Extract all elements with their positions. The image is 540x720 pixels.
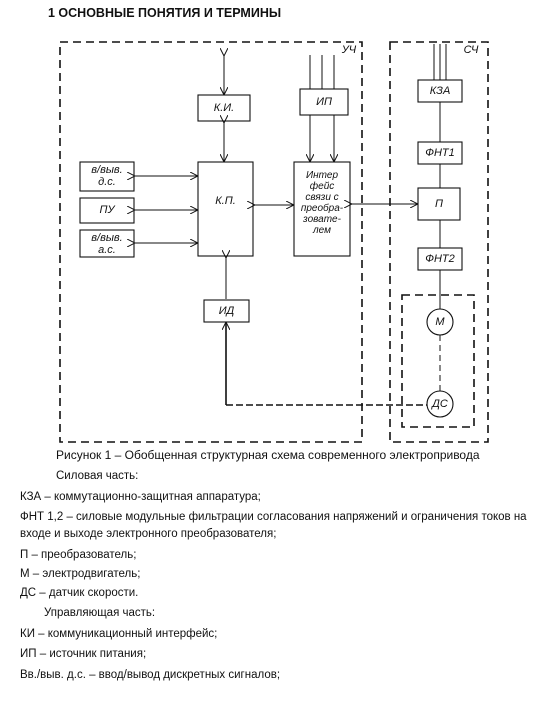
vv-as-label: в/выв. а.с. xyxy=(91,232,123,256)
vv-ds-label: в/выв. д.с. xyxy=(91,164,123,188)
fnt2-label: ФНТ2 xyxy=(425,253,455,265)
ip-block xyxy=(299,88,349,116)
kp-label: К.П. xyxy=(215,195,236,207)
section-heading: 1 ОСНОВНЫЕ ПОНЯТИЯ И ТЕРМИНЫ xyxy=(48,6,282,20)
vv-definition: Вв./выв. д.с. – ввод/вывод дискретных си… xyxy=(20,669,281,681)
kp-block xyxy=(197,161,254,257)
structure-diagram xyxy=(59,41,489,443)
power-part-heading: Силовая часть: xyxy=(56,470,139,482)
control-part-heading: Управляющая часть: xyxy=(44,607,156,619)
control-region xyxy=(59,41,363,443)
ds-definition: ДС – датчик скорости. xyxy=(20,587,139,599)
ip-label: ИП xyxy=(316,96,332,108)
pu-label: ПУ xyxy=(99,204,115,216)
p-block xyxy=(417,187,461,221)
kza-label: КЗА xyxy=(429,85,451,97)
p-definition: П – преобразователь; xyxy=(20,549,137,561)
interface-block xyxy=(293,161,351,257)
speed-sensor-label: ДС xyxy=(432,398,448,410)
interface-label: Интер фейс связи с преобра- зовате- лем xyxy=(300,170,344,236)
ip-definition: ИП – источник питания; xyxy=(20,648,147,660)
fnt1-label: ФНТ1 xyxy=(425,147,455,159)
fnt-definition: ФНТ 1,2 – силовые модульные фильтрации с… xyxy=(20,511,527,540)
power-region xyxy=(389,41,489,443)
ki-label: К.И. xyxy=(213,102,235,114)
ki-definition: КИ – коммуникационный интерфейс; xyxy=(20,628,218,640)
region-uch-label: УЧ xyxy=(341,44,357,56)
vv-as-block xyxy=(79,229,135,258)
figure-caption: Рисунок 1 – Обобщенная структурная схема… xyxy=(56,448,480,462)
pu-block xyxy=(79,197,135,224)
vv-ds-block xyxy=(79,161,135,192)
id-label: ИД xyxy=(218,305,235,317)
region-sch-label: СЧ xyxy=(463,44,479,56)
kza-definition: КЗА – коммутационно-защитная аппаратура; xyxy=(20,491,261,503)
motor-region xyxy=(401,294,475,428)
m-definition: М – электродвигатель; xyxy=(20,568,141,580)
motor-label: М xyxy=(435,316,445,328)
p-label: П xyxy=(435,198,443,210)
